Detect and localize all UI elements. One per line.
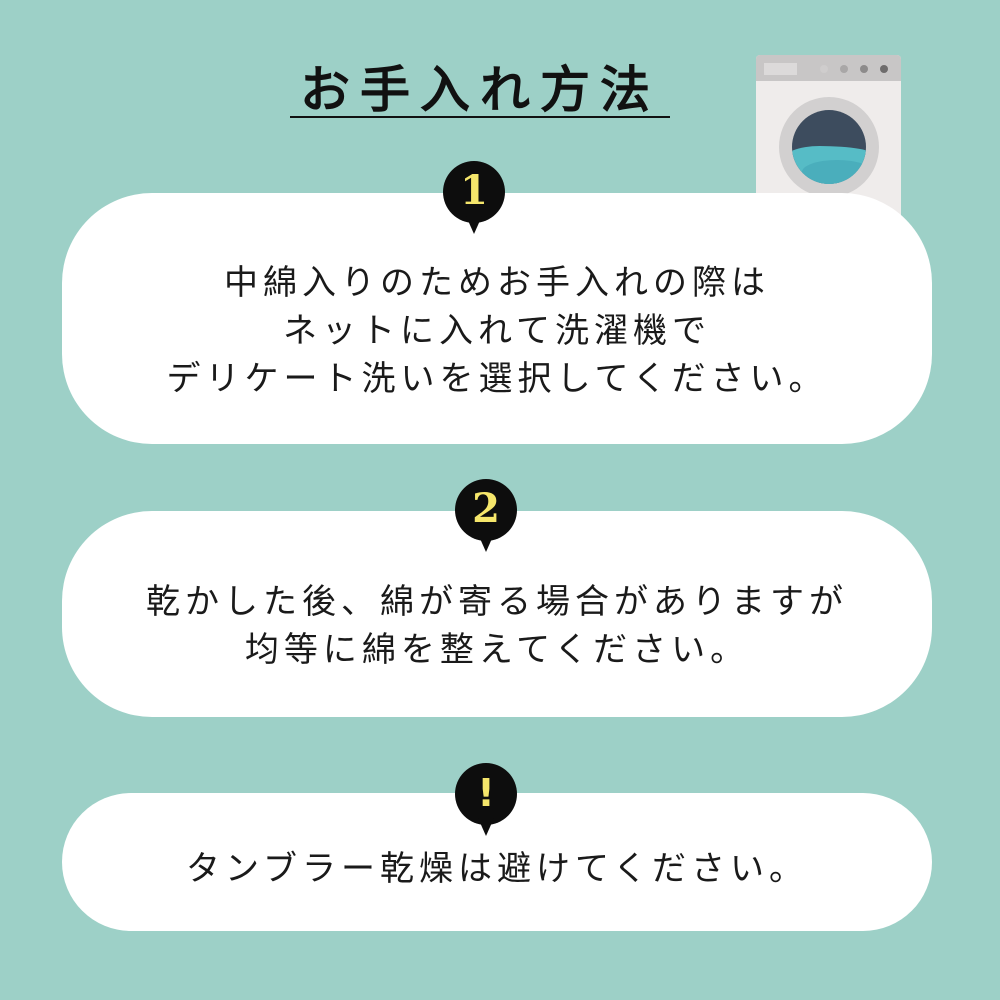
washer-door <box>779 97 879 197</box>
number-2-pin-icon: 2 <box>454 478 518 552</box>
step-text: 中綿入りのためお手入れの際は ネットに入れて洗濯機で デリケート洗いを選択してく… <box>167 259 828 403</box>
step-line: タンブラー乾燥は避けてください。 <box>186 849 808 889</box>
step-text: タンブラー乾燥は避けてください。 <box>186 845 808 893</box>
step-text: 乾かした後、綿が寄る場合がありますが 均等に綿を整えてください。 <box>146 578 848 674</box>
washer-knob <box>820 65 828 73</box>
step-line: ネットに入れて洗濯機で <box>283 310 711 351</box>
page-title: お手入れ方法 <box>300 61 660 119</box>
washer-control-panel <box>756 55 901 81</box>
washer-display <box>764 63 797 75</box>
badge-label: 2 <box>472 485 500 532</box>
step-line: 乾かした後、綿が寄る場合がありますが <box>146 582 848 622</box>
step-card-1: 中綿入りのためお手入れの際は ネットに入れて洗濯機で デリケート洗いを選択してく… <box>62 193 932 444</box>
washer-water <box>802 160 866 184</box>
step-card-2: 乾かした後、綿が寄る場合がありますが 均等に綿を整えてください。 <box>62 511 932 717</box>
badge-label: 1 <box>460 167 488 214</box>
washing-machine-icon <box>756 55 901 215</box>
washer-knob <box>880 65 888 73</box>
badge-label: ! <box>477 771 495 815</box>
washer-knob <box>840 65 848 73</box>
number-1-pin-icon: 1 <box>442 160 506 234</box>
title-underline <box>290 116 670 118</box>
exclamation-pin-icon: ! <box>454 762 518 836</box>
step-line: 均等に綿を整えてください。 <box>244 630 750 670</box>
washer-window <box>792 110 866 184</box>
step-line: 中綿入りのためお手入れの際は <box>224 262 770 303</box>
step-line: デリケート洗いを選択してください。 <box>166 358 828 399</box>
washer-knob <box>860 65 868 73</box>
